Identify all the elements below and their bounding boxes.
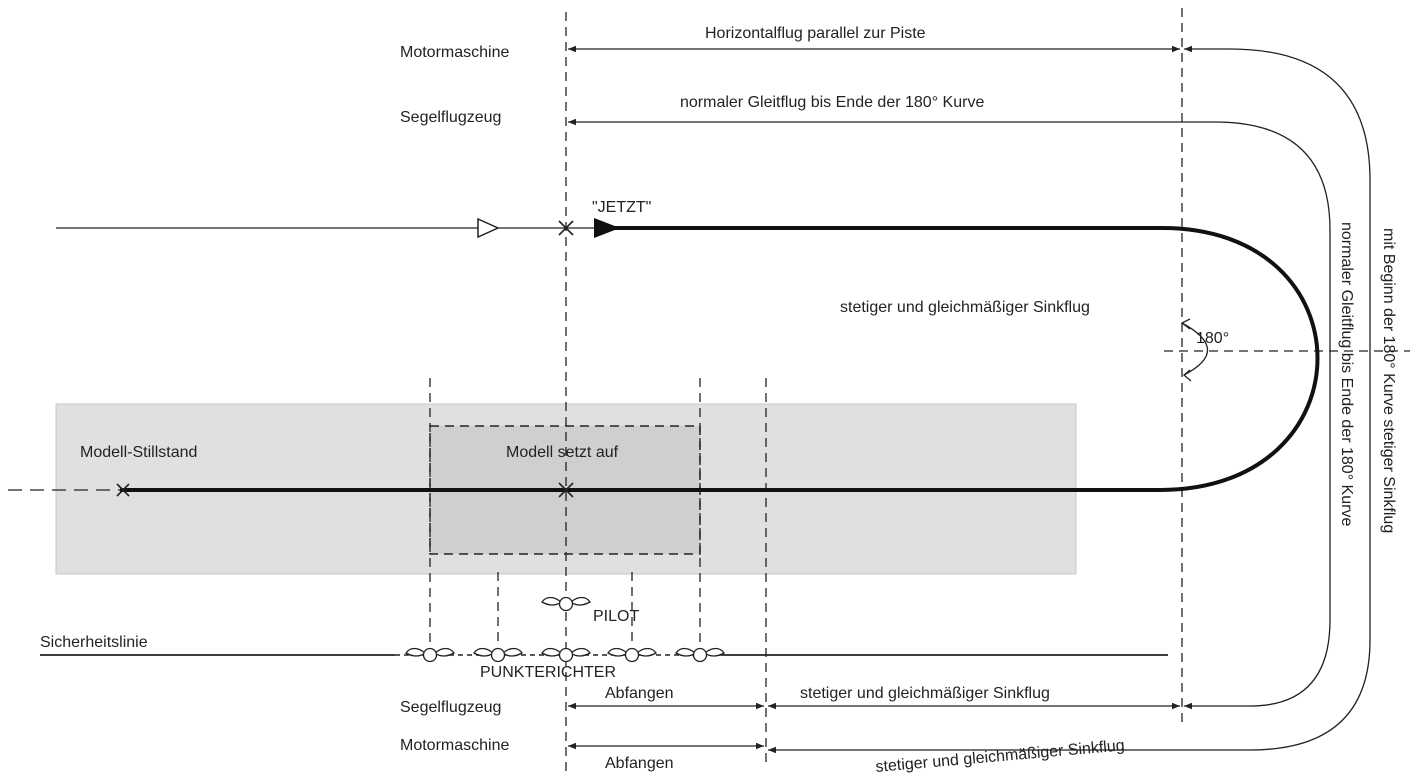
person-icon	[473, 647, 523, 663]
horizontal-flight-label: Horizontalflug parallel zur Piste	[705, 25, 926, 42]
safety-line-label: Sicherheitslinie	[40, 634, 148, 651]
pilot-label: PILOT	[593, 608, 639, 625]
approach-path	[120, 225, 1320, 492]
angle-marker	[1180, 318, 1209, 382]
normal-glide-label: normaler Gleitflug bis Ende der 180° Kur…	[680, 94, 984, 111]
abfangen-motor-label: Abfangen	[605, 755, 674, 772]
person-icon	[675, 647, 725, 663]
segel-bottom-label: Segelflugzeug	[400, 699, 501, 716]
motor-top-label: Motormaschine	[400, 44, 509, 61]
motor-bottom-label: Motormaschine	[400, 737, 509, 754]
person-icon	[607, 647, 657, 663]
steady-sink-bottom-segel-label: stetiger und gleichmäßiger Sinkflug	[800, 685, 1050, 702]
person-icon	[541, 647, 591, 663]
touchdown-label: Modell setzt auf	[506, 444, 619, 461]
steady-sink-mid-label: stetiger und gleichmäßiger Sinkflug	[840, 299, 1090, 316]
direction-arrow-filled	[594, 218, 620, 238]
segel-top-label: Segelflugzeug	[400, 109, 501, 126]
vertical-inner-label: normaler Gleitflug bis Ende der 180° Kur…	[1338, 222, 1355, 526]
person-icon	[541, 596, 591, 612]
model-stop-label: Modell-Stillstand	[80, 444, 197, 461]
person-icon	[405, 647, 455, 663]
direction-arrow-open	[477, 217, 500, 239]
abfangen-segel-label: Abfangen	[605, 685, 674, 702]
vertical-outer-label: mit Beginn der 180° Kurve stetiger Sinkf…	[1380, 228, 1397, 533]
jetzt-label: "JETZT"	[592, 199, 651, 216]
segment-arrows	[568, 45, 1371, 754]
judges-label: PUNKTERICHTER	[480, 664, 616, 681]
steady-sink-bottom-motor-label: stetiger und gleichmäßiger Sinkflug	[875, 737, 1125, 775]
angle-label: 180°	[1196, 330, 1229, 347]
